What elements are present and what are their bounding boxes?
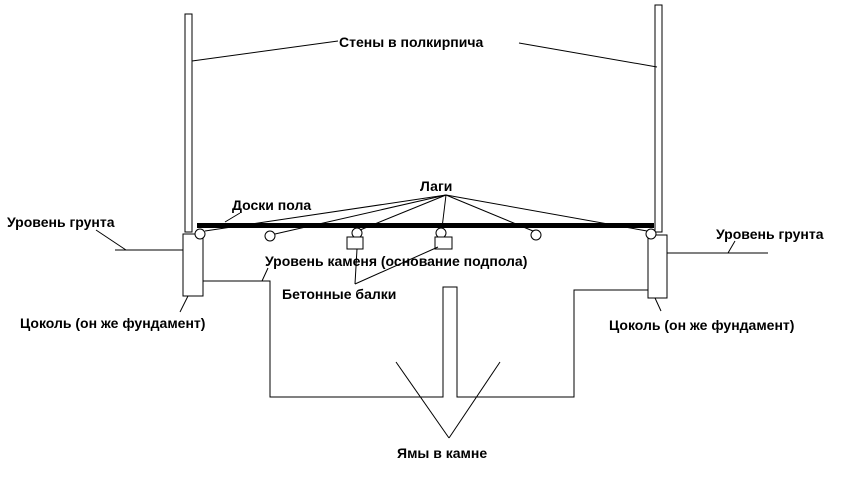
plinth-label-right: Цоколь (он же фундамент) [609, 317, 794, 333]
stone-base-outline [203, 280, 648, 398]
left-plinth [182, 233, 204, 297]
joist-5 [530, 229, 542, 241]
pits-leader-right [448, 361, 501, 439]
joists-leader-3 [359, 194, 447, 231]
walls-label: Стены в полкирпича [339, 34, 483, 50]
right-wall [654, 4, 663, 233]
left-wall [184, 13, 193, 233]
joists-leader-2 [274, 194, 447, 235]
floor-boards [197, 223, 654, 228]
plinth-leader-right [654, 297, 662, 312]
beams-leader-2 [354, 246, 439, 285]
ground-level-leader-left [95, 229, 127, 251]
pits-leader-left [395, 361, 450, 439]
ground-level-leader-right [727, 240, 736, 254]
walls-leader-left [191, 40, 339, 62]
joists-leader-4 [441, 194, 447, 229]
floor-boards-label: Доски пола [232, 197, 311, 213]
plinth-leader-left [179, 295, 189, 313]
joists-leader-6 [445, 194, 648, 232]
ground-level-label-left: Уровень грунта [7, 214, 115, 230]
pits-label: Ямы в камне [397, 445, 487, 461]
concrete-beam-1 [346, 236, 364, 250]
stone-level-leader [261, 267, 269, 282]
right-plinth [647, 234, 668, 299]
concrete-beams-label: Бетонные балки [282, 286, 396, 302]
floor-boards-leader [224, 212, 241, 223]
joist-2 [264, 230, 276, 242]
joists-leader-1 [204, 194, 447, 232]
joists-leader-5 [445, 194, 534, 232]
ground-level-label-right: Уровень грунта [716, 226, 824, 242]
concrete-beam-2 [434, 236, 453, 250]
plinth-label-left: Цоколь (он же фундамент) [20, 315, 205, 331]
joist-6 [645, 228, 657, 240]
beams-leader-1 [354, 248, 358, 285]
walls-leader-right [518, 42, 658, 68]
joist-1 [194, 228, 206, 240]
joists-label: Лаги [420, 178, 452, 194]
stone-level-label: Уровень каменя (основание подпола) [265, 253, 527, 269]
